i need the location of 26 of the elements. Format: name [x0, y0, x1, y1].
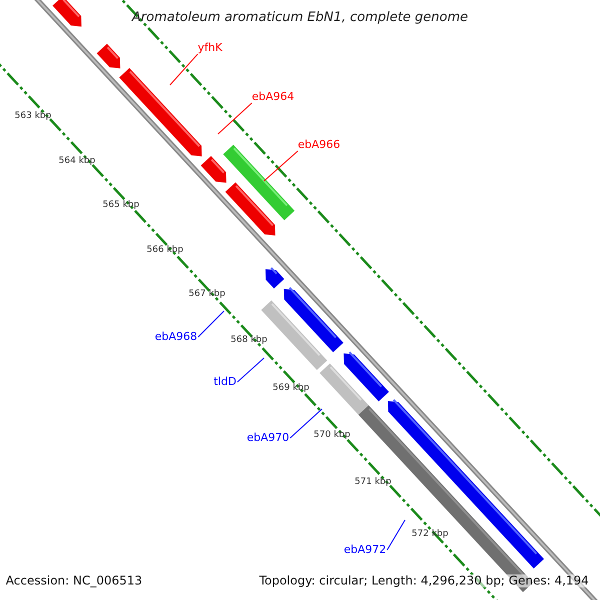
tick-label: 564 kbp	[58, 157, 96, 167]
gene-label: tldD	[214, 376, 236, 388]
leader-line	[170, 54, 198, 86]
title: Aromatoleum aromaticum EbN1, complete genome	[132, 10, 468, 26]
genome-summary-text: Topology: circular; Length: 4,296,230 bp; Genes: 4,194	[259, 574, 589, 588]
leader-line	[290, 408, 322, 438]
gene-label: ebA966	[298, 138, 340, 152]
tick-label: 565 kbp	[102, 201, 140, 211]
accession-text: Accession: NC_006513	[6, 574, 142, 588]
leader-line	[386, 520, 406, 550]
tick-label: 568 kbp	[230, 336, 268, 346]
gene-label: ebA964	[252, 90, 294, 104]
leader-line	[198, 310, 224, 338]
gene-label: ebA972	[344, 544, 386, 556]
tick-label: 570 kbp	[314, 431, 350, 441]
tick-label: 569 kbp	[272, 384, 310, 394]
tick-label: 567 kbp	[188, 290, 226, 300]
gene-label: ebA968	[154, 330, 198, 344]
leader-line	[264, 150, 298, 182]
leader-line	[236, 358, 264, 382]
gene-label: yfhK	[198, 42, 222, 54]
tick-label: 563 kbp	[14, 112, 52, 122]
gene-label: ebA970	[246, 432, 290, 444]
tick-label: 571 kbp	[354, 478, 392, 488]
leader-line	[218, 102, 252, 134]
tick-label: 566 kbp	[146, 246, 184, 256]
